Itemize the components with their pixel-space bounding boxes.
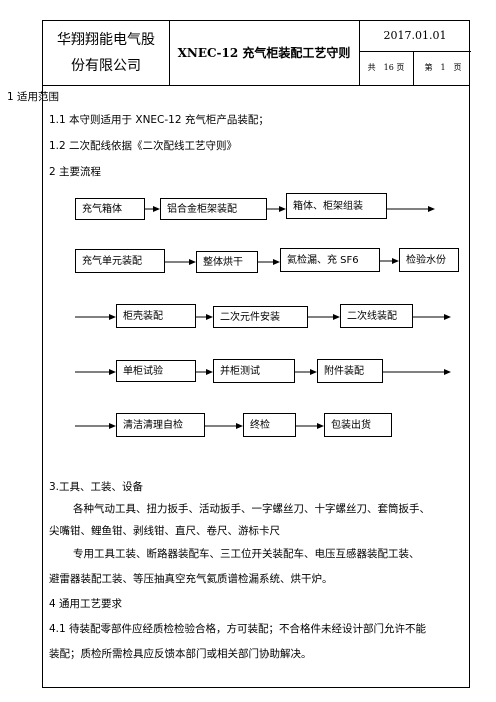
flow-step: 充气单元装配 bbox=[75, 249, 165, 273]
section-1-1: 1.1 本守则适用于 XNEC-12 充气柜产品装配； bbox=[49, 114, 269, 126]
section-3-line: 各种气动工具、扭力扳手、活动扳手、一字螺丝刀、十字螺丝刀、套筒扳手、 bbox=[73, 503, 430, 515]
section-4-title: 4 通用工艺要求 bbox=[49, 598, 123, 610]
flow-step: 二次线装配 bbox=[340, 304, 413, 328]
flow-step: 包装出货 bbox=[324, 413, 392, 437]
flow-step: 检验水份 bbox=[399, 248, 459, 272]
document-date: 2017.01.01 bbox=[359, 21, 471, 52]
flow-step: 氦检漏、充 SF6 bbox=[280, 248, 380, 272]
total-pages: 共 16 页 bbox=[367, 63, 405, 72]
flow-step: 柜壳装配 bbox=[116, 304, 196, 328]
section-2-title: 2 主要流程 bbox=[49, 166, 102, 178]
header-divider bbox=[169, 21, 170, 85]
flow-step: 终检 bbox=[243, 413, 296, 437]
company-name-line2: 份有限公司 bbox=[71, 58, 141, 74]
flow-step: 单柜试验 bbox=[116, 360, 196, 382]
page-number: 第 1 页 bbox=[413, 51, 472, 85]
header-divider bbox=[359, 21, 360, 85]
section-1-title: 1 适用范围 bbox=[7, 91, 60, 103]
section-3-line: 专用工具工装、断路器装配车、三工位开关装配车、电压互感器装配工装、 bbox=[73, 548, 420, 560]
flow-step: 充气箱体 bbox=[75, 198, 145, 220]
flow-step: 清洁清理自检 bbox=[116, 413, 205, 437]
section-1-2: 1.2 二次配线依据《二次配线工艺守则》 bbox=[49, 140, 238, 152]
section-3-line: 避雷器装配工装、等压抽真空充气氦质谱检漏系统、烘干炉。 bbox=[49, 573, 333, 585]
flow-step: 整体烘干 bbox=[196, 251, 258, 273]
flow-step: 二次元件安装 bbox=[213, 306, 308, 328]
flow-step: 箱体、柜架组装 bbox=[286, 193, 387, 219]
company-name: 华翔翔能电气股 份有限公司 bbox=[43, 21, 169, 85]
document-header: 华翔翔能电气股 份有限公司 XNEC-12 充气柜装配工艺守则 2017.01.… bbox=[43, 21, 472, 86]
flow-step: 并柜测试 bbox=[213, 359, 295, 383]
section-3-line: 尖嘴钳、鲤鱼钳、剥线钳、直尺、卷尺、游标卡尺 bbox=[49, 525, 280, 537]
document-page: 华翔翔能电气股 份有限公司 XNEC-12 充气柜装配工艺守则 2017.01.… bbox=[42, 20, 472, 688]
company-name-line1: 华翔翔能电气股 bbox=[57, 32, 155, 48]
section-4-1-line: 4.1 待装配零部件应经质检检验合格，方可装配；不合格件未经设计部门允许不能 bbox=[49, 623, 427, 635]
document-title: XNEC-12 充气柜装配工艺守则 bbox=[177, 46, 351, 60]
section-3-title: 3.工具、工装、设备 bbox=[49, 481, 144, 493]
flow-step: 附件装配 bbox=[317, 359, 383, 383]
flow-step: 铝合金柜架装配 bbox=[160, 198, 267, 220]
section-4-1-line: 装配；质检所需检具应反馈本部门或相关部门协助解决。 bbox=[49, 648, 312, 660]
